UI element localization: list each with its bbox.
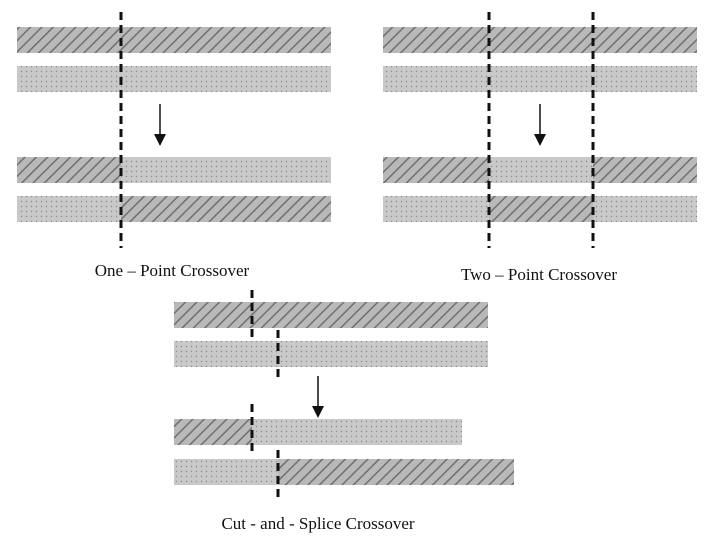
offspring-a-chromosome <box>383 157 697 183</box>
one-point-panel: One – Point Crossover <box>17 12 331 280</box>
offspring-a-chromosome <box>17 157 331 183</box>
two-point-caption: Two – Point Crossover <box>461 265 617 284</box>
offspring-b-chromosome <box>17 196 331 222</box>
parent-b-chromosome <box>174 341 488 367</box>
one-point-caption: One – Point Crossover <box>95 261 250 280</box>
two-point-panel: Two – Point Crossover <box>383 12 697 284</box>
parent-b-chromosome <box>383 66 697 92</box>
cut-splice-panel: Cut - and - Splice Crossover <box>174 290 514 533</box>
parent-a-chromosome <box>383 27 697 53</box>
parent-a-chromosome <box>174 302 488 328</box>
parent-b-chromosome <box>17 66 331 92</box>
cut-splice-caption: Cut - and - Splice Crossover <box>221 514 414 533</box>
parent-a-chromosome <box>17 27 331 53</box>
offspring-b-chromosome <box>383 196 697 222</box>
offspring-b-chromosome <box>174 459 514 485</box>
offspring-a-chromosome <box>174 419 462 445</box>
